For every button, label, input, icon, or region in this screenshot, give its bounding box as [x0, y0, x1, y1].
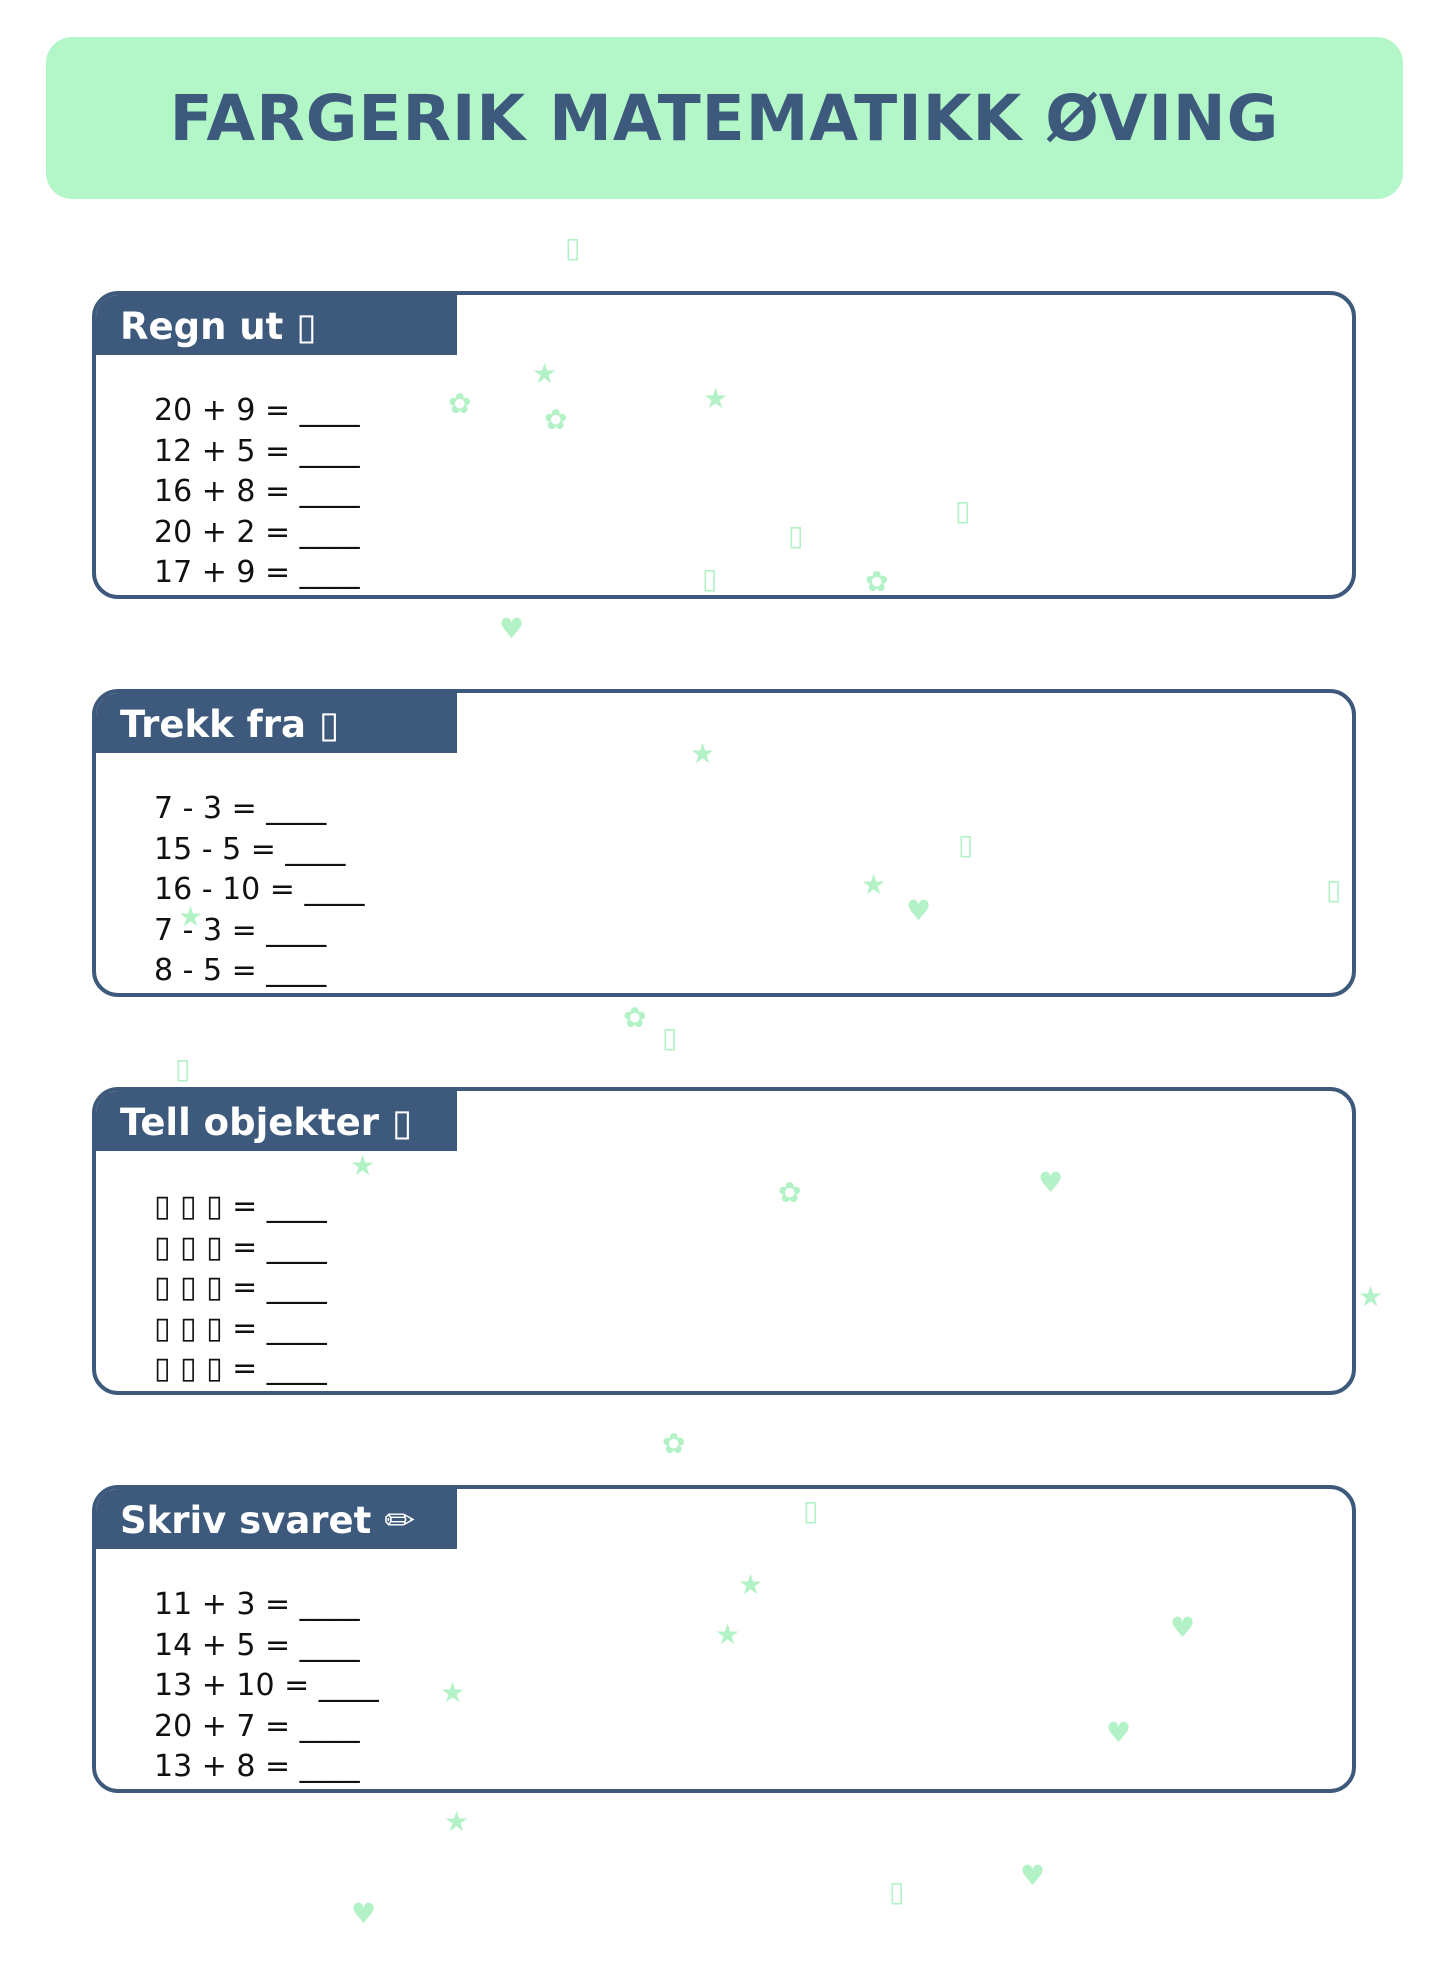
- problem-item: 15 - 5 = ____: [154, 831, 346, 867]
- flower-icon: ✿: [778, 1176, 802, 1209]
- star-icon: ★: [532, 357, 558, 390]
- problem-item: ▯ ▯ ▯ = ____: [154, 1189, 327, 1224]
- heart-icon: ♥: [1038, 1166, 1064, 1199]
- section-heading-icon: ▯: [391, 1101, 413, 1144]
- section-heading: Skriv svaret ✏: [96, 1489, 457, 1549]
- problem-item: 12 + 5 = ____: [154, 433, 360, 469]
- section-heading-icon: ▯: [296, 305, 317, 348]
- section-addition: Regn ut ▯ 20 + 9 = ____ 12 + 5 = ____ 16…: [92, 291, 1356, 599]
- problem-list: ▯ ▯ ▯ = ____ ▯ ▯ ▯ = ____ ▯ ▯ ▯ = ____ ▯…: [154, 1187, 327, 1390]
- section-subtraction: Trekk fra ▯ 7 - 3 = ____ 15 - 5 = ____ 1…: [92, 689, 1356, 997]
- problem-item: 13 + 8 = ____: [154, 1749, 360, 1784]
- problem-item: 14 + 5 = ____: [154, 1627, 360, 1663]
- box-icon: ▯: [175, 1052, 191, 1085]
- problem-item: 11 + 3 = ____: [154, 1587, 360, 1622]
- section-heading-label: Tell objekter: [120, 1101, 392, 1144]
- section-heading-label: Trekk fra: [120, 703, 319, 746]
- box-icon: ▯: [955, 494, 971, 527]
- star-icon: ★: [690, 737, 716, 770]
- section-heading-icon: ▯: [318, 703, 340, 746]
- star-icon: ★: [444, 1805, 470, 1838]
- problem-item: ▯ ▯ ▯ = ____: [154, 1310, 327, 1346]
- star-icon: ★: [350, 1149, 376, 1182]
- heart-icon: ♥: [351, 1897, 377, 1930]
- box-icon: ▯: [958, 828, 974, 861]
- section-heading: Tell objekter ▯: [96, 1091, 457, 1151]
- problem-item: 20 + 7 = ____: [154, 1708, 360, 1744]
- problem-item: 7 - 3 = ____: [154, 912, 327, 948]
- flower-icon: ✿: [448, 387, 472, 420]
- heart-icon: ♥: [1106, 1716, 1132, 1749]
- pencil-icon: ✏: [384, 1499, 416, 1542]
- problem-item: 8 - 5 = ____: [154, 953, 327, 988]
- heart-icon: ♥: [1170, 1611, 1196, 1644]
- box-icon: ▯: [1326, 873, 1342, 906]
- section-write-answer: Skriv svaret ✏ 11 + 3 = ____ 14 + 5 = __…: [92, 1485, 1356, 1793]
- flower-icon: ✿: [544, 403, 568, 436]
- problem-item: 16 - 10 = ____: [154, 872, 365, 907]
- box-icon: ▯: [662, 1021, 678, 1054]
- box-icon: ▯: [889, 1875, 905, 1908]
- problem-item: ▯ ▯ ▯ = ____: [154, 1270, 327, 1305]
- star-icon: ★: [861, 868, 887, 901]
- problem-item: 13 + 10 = ____: [154, 1668, 379, 1703]
- star-icon: ★: [738, 1568, 764, 1601]
- problem-list: 20 + 9 = ____ 12 + 5 = ____ 16 + 8 = ___…: [154, 391, 360, 594]
- box-icon: ▯: [788, 519, 804, 552]
- problem-list: 11 + 3 = ____ 14 + 5 = ____ 13 + 10 = __…: [154, 1585, 379, 1788]
- problem-item: 20 + 9 = ____: [154, 393, 360, 428]
- flower-icon: ✿: [865, 565, 889, 598]
- star-icon: ★: [703, 382, 729, 415]
- problem-list: 7 - 3 = ____ 15 - 5 = ____ 16 - 10 = ___…: [154, 789, 364, 992]
- star-icon: ★: [1358, 1280, 1384, 1313]
- heart-icon: ♥: [1020, 1859, 1046, 1892]
- box-icon: ▯: [565, 231, 581, 264]
- flower-icon: ✿: [662, 1427, 686, 1460]
- problem-item: 17 + 9 = ____: [154, 555, 360, 590]
- box-icon: ▯: [803, 1494, 819, 1527]
- section-heading: Regn ut ▯: [96, 295, 457, 355]
- page-title: FARGERIK MATEMATIKK ØVING: [169, 81, 1280, 155]
- problem-item: 7 - 3 = ____: [154, 791, 327, 826]
- section-counting: Tell objekter ▯ ▯ ▯ ▯ = ____ ▯ ▯ ▯ = ___…: [92, 1087, 1356, 1395]
- problem-item: 16 + 8 = ____: [154, 474, 360, 509]
- problem-item: ▯ ▯ ▯ = ____: [154, 1351, 327, 1386]
- section-heading-label: Regn ut: [120, 305, 297, 348]
- star-icon: ★: [178, 900, 204, 933]
- heart-icon: ♥: [906, 894, 932, 927]
- heart-icon: ♥: [499, 612, 525, 645]
- title-banner: FARGERIK MATEMATIKK ØVING: [46, 37, 1403, 199]
- star-icon: ★: [440, 1676, 466, 1709]
- problem-item: 20 + 2 = ____: [154, 514, 360, 550]
- section-heading: Trekk fra ▯: [96, 693, 457, 753]
- flower-icon: ✿: [623, 1001, 647, 1034]
- box-icon: ▯: [702, 562, 718, 595]
- section-heading-label: Skriv svaret: [120, 1499, 385, 1542]
- star-icon: ★: [715, 1618, 741, 1651]
- problem-item: ▯ ▯ ▯ = ____: [154, 1229, 327, 1265]
